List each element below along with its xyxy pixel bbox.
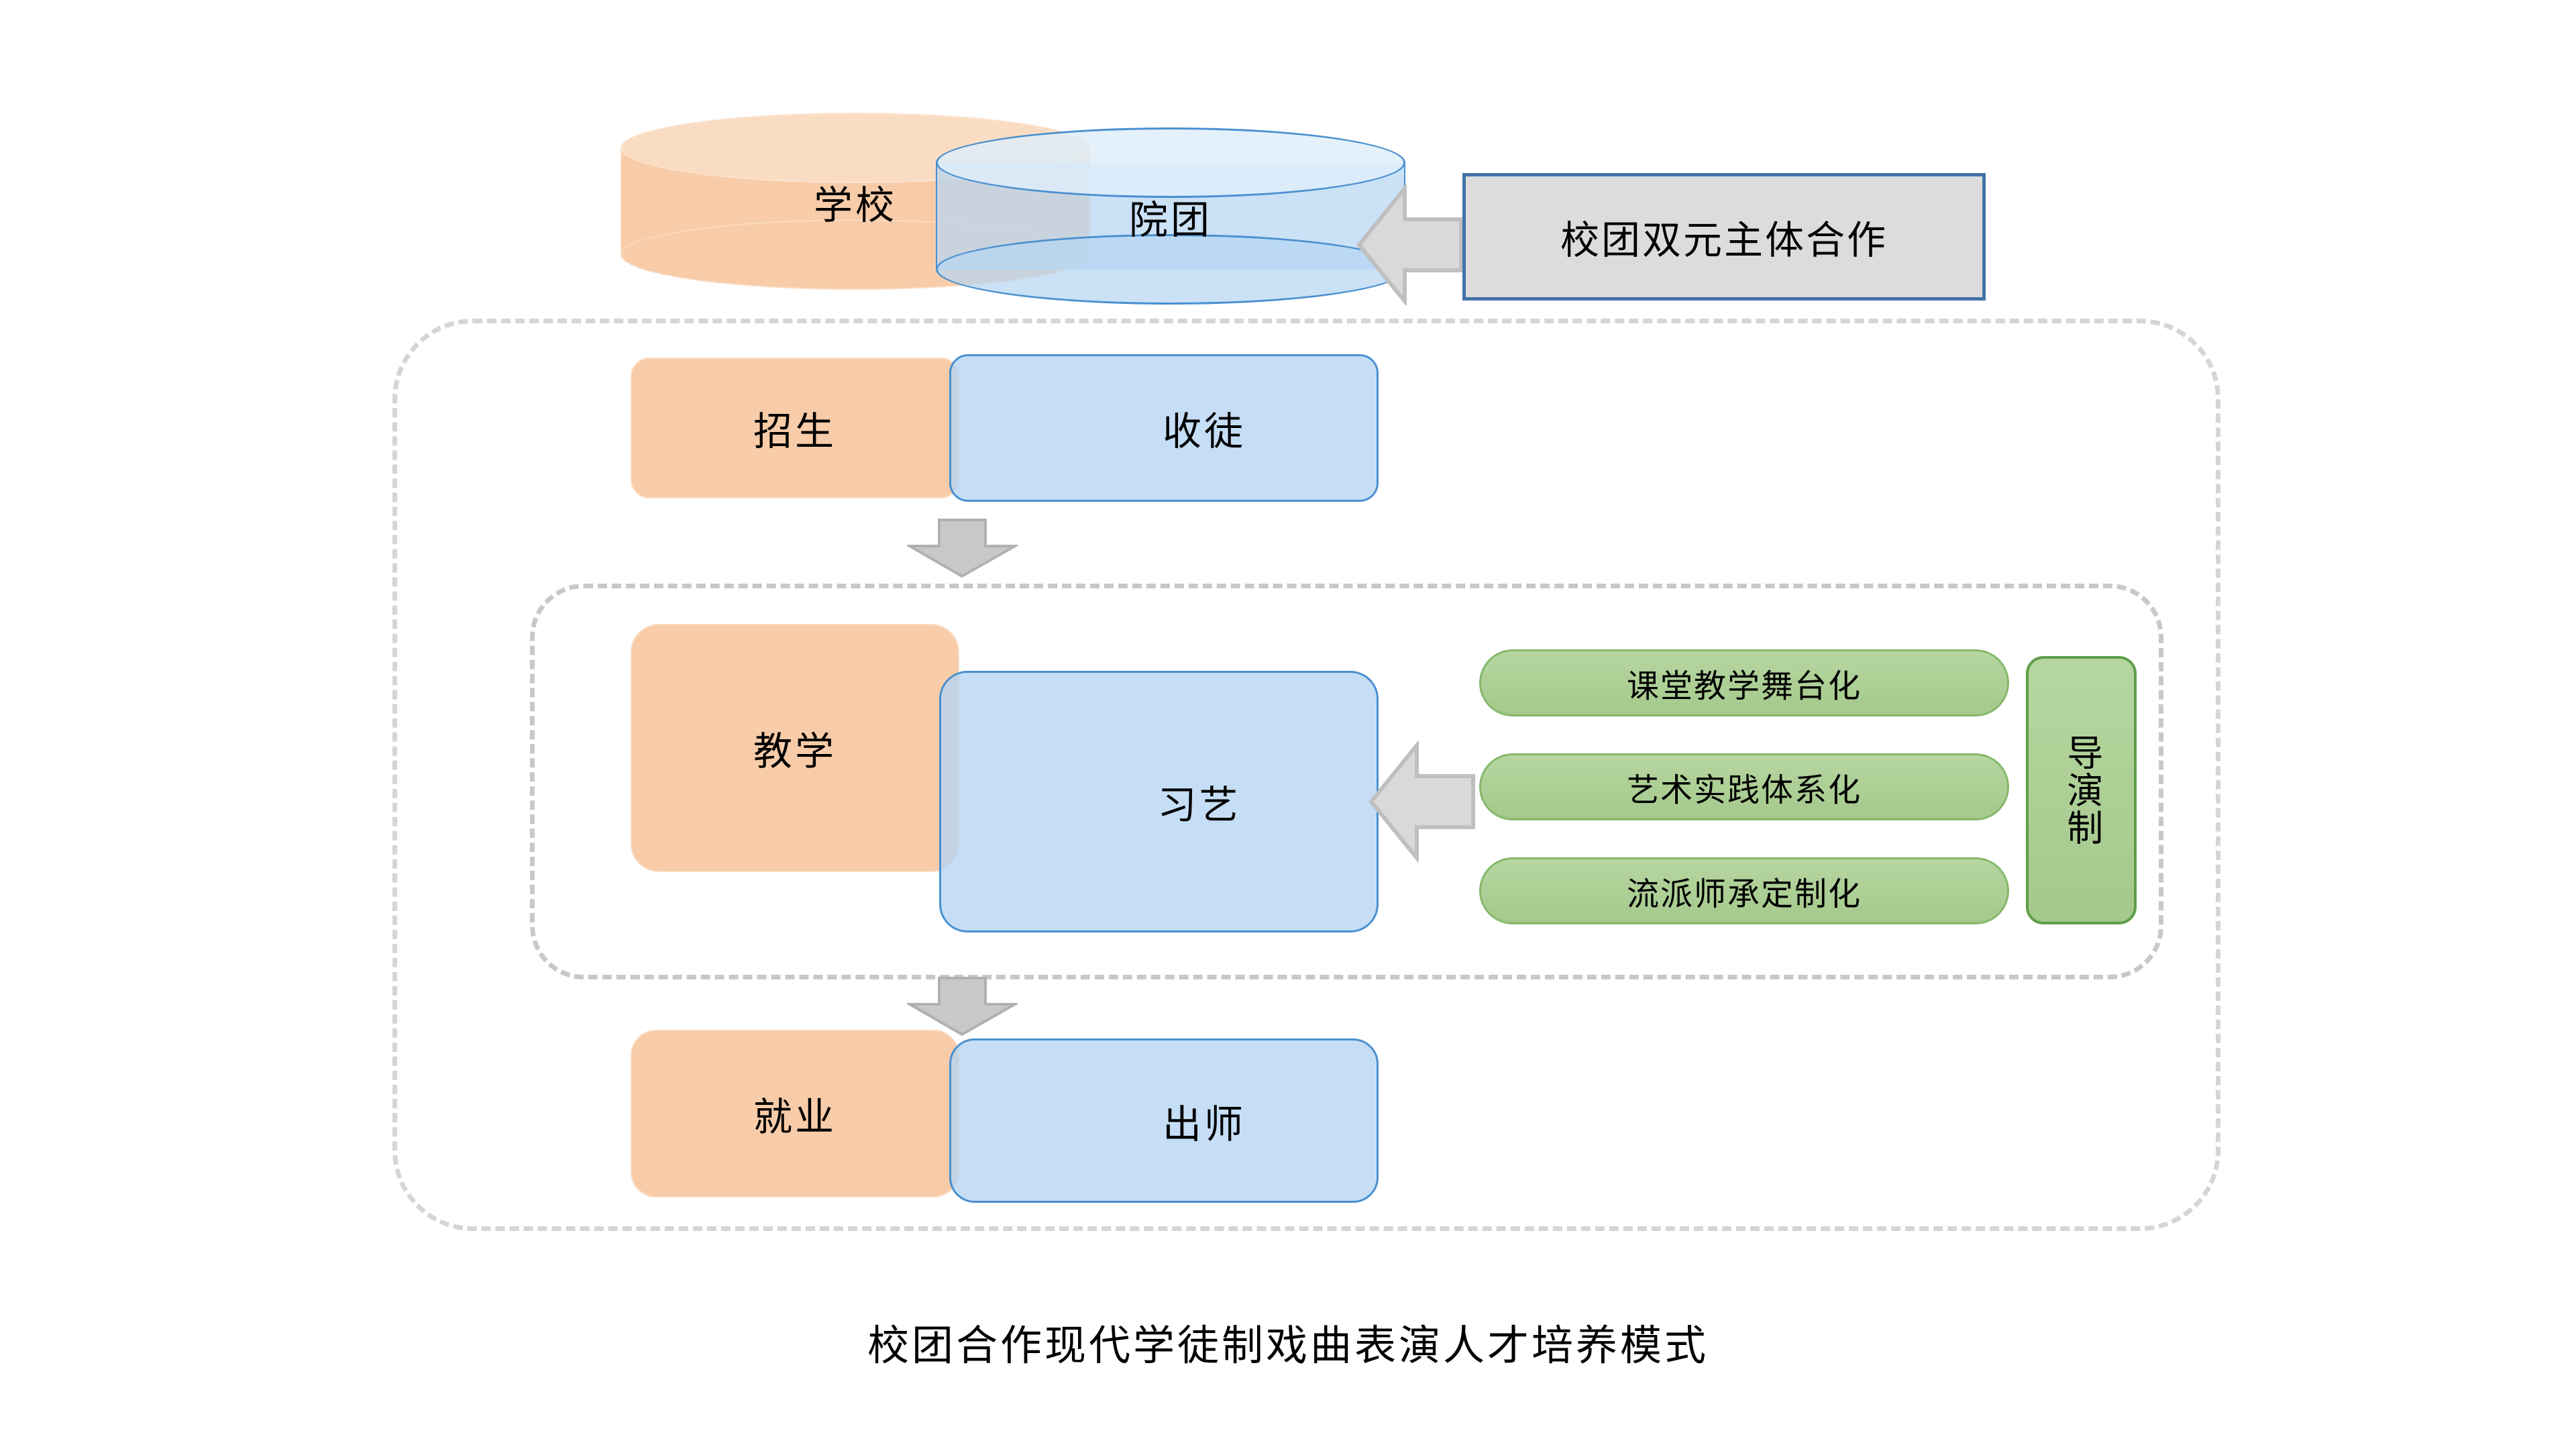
callout-box-cooperation: 校团双元主体合作 bbox=[1462, 173, 1986, 301]
cylinder-troupe-label: 院团 bbox=[1128, 199, 1212, 242]
cylinder-troupe: 院团 bbox=[936, 127, 1405, 305]
row-recruit-troupe: 收徒 bbox=[949, 354, 1379, 502]
cylinder-troupe-bottom bbox=[936, 234, 1405, 305]
measure-pill-practice-label: 艺术实践体系化 bbox=[1626, 773, 1862, 808]
row-employment-troupe-label: 出师 bbox=[1162, 1102, 1246, 1146]
row-teaching-troupe-label: 习艺 bbox=[1157, 784, 1241, 827]
system-box-director: 导演制 bbox=[2026, 656, 2137, 924]
row-employment-school: 就业 bbox=[631, 1030, 959, 1197]
cylinder-school-label: 学校 bbox=[813, 184, 897, 227]
arrow-left-icon bbox=[1368, 741, 1476, 862]
row-recruit-school-label: 招生 bbox=[753, 410, 837, 453]
cylinder-troupe-top bbox=[936, 127, 1405, 198]
callout-label: 校团双元主体合作 bbox=[1560, 219, 1888, 262]
row-employment-school-label: 就业 bbox=[753, 1095, 837, 1139]
inner-dashed-container bbox=[530, 584, 2163, 979]
measure-pill-classroom-label: 课堂教学舞台化 bbox=[1626, 669, 1862, 704]
row-teaching-school: 教学 bbox=[631, 624, 959, 872]
arrow-down-icon bbox=[907, 518, 1018, 578]
measure-pill-lineage: 流派师承定制化 bbox=[1479, 857, 2009, 924]
diagram-caption: 校团合作现代学徒制戏曲表演人才培养模式 bbox=[867, 1323, 1709, 1369]
outer-dashed-container bbox=[392, 319, 2220, 1231]
row-recruit-school: 招生 bbox=[631, 358, 959, 498]
measure-pill-lineage-label: 流派师承定制化 bbox=[1626, 877, 1862, 912]
row-recruit-troupe-label: 收徒 bbox=[1162, 410, 1246, 453]
measure-pill-practice: 艺术实践体系化 bbox=[1479, 753, 2009, 820]
system-box-director-label: 导演制 bbox=[2061, 734, 2102, 847]
row-employment-troupe: 出师 bbox=[949, 1038, 1379, 1203]
measure-pill-classroom: 课堂教学舞台化 bbox=[1479, 649, 2009, 716]
arrow-down-icon bbox=[907, 976, 1018, 1036]
arrow-left-icon bbox=[1356, 184, 1464, 305]
row-teaching-school-label: 教学 bbox=[753, 730, 837, 773]
row-teaching-troupe: 习艺 bbox=[939, 671, 1379, 932]
